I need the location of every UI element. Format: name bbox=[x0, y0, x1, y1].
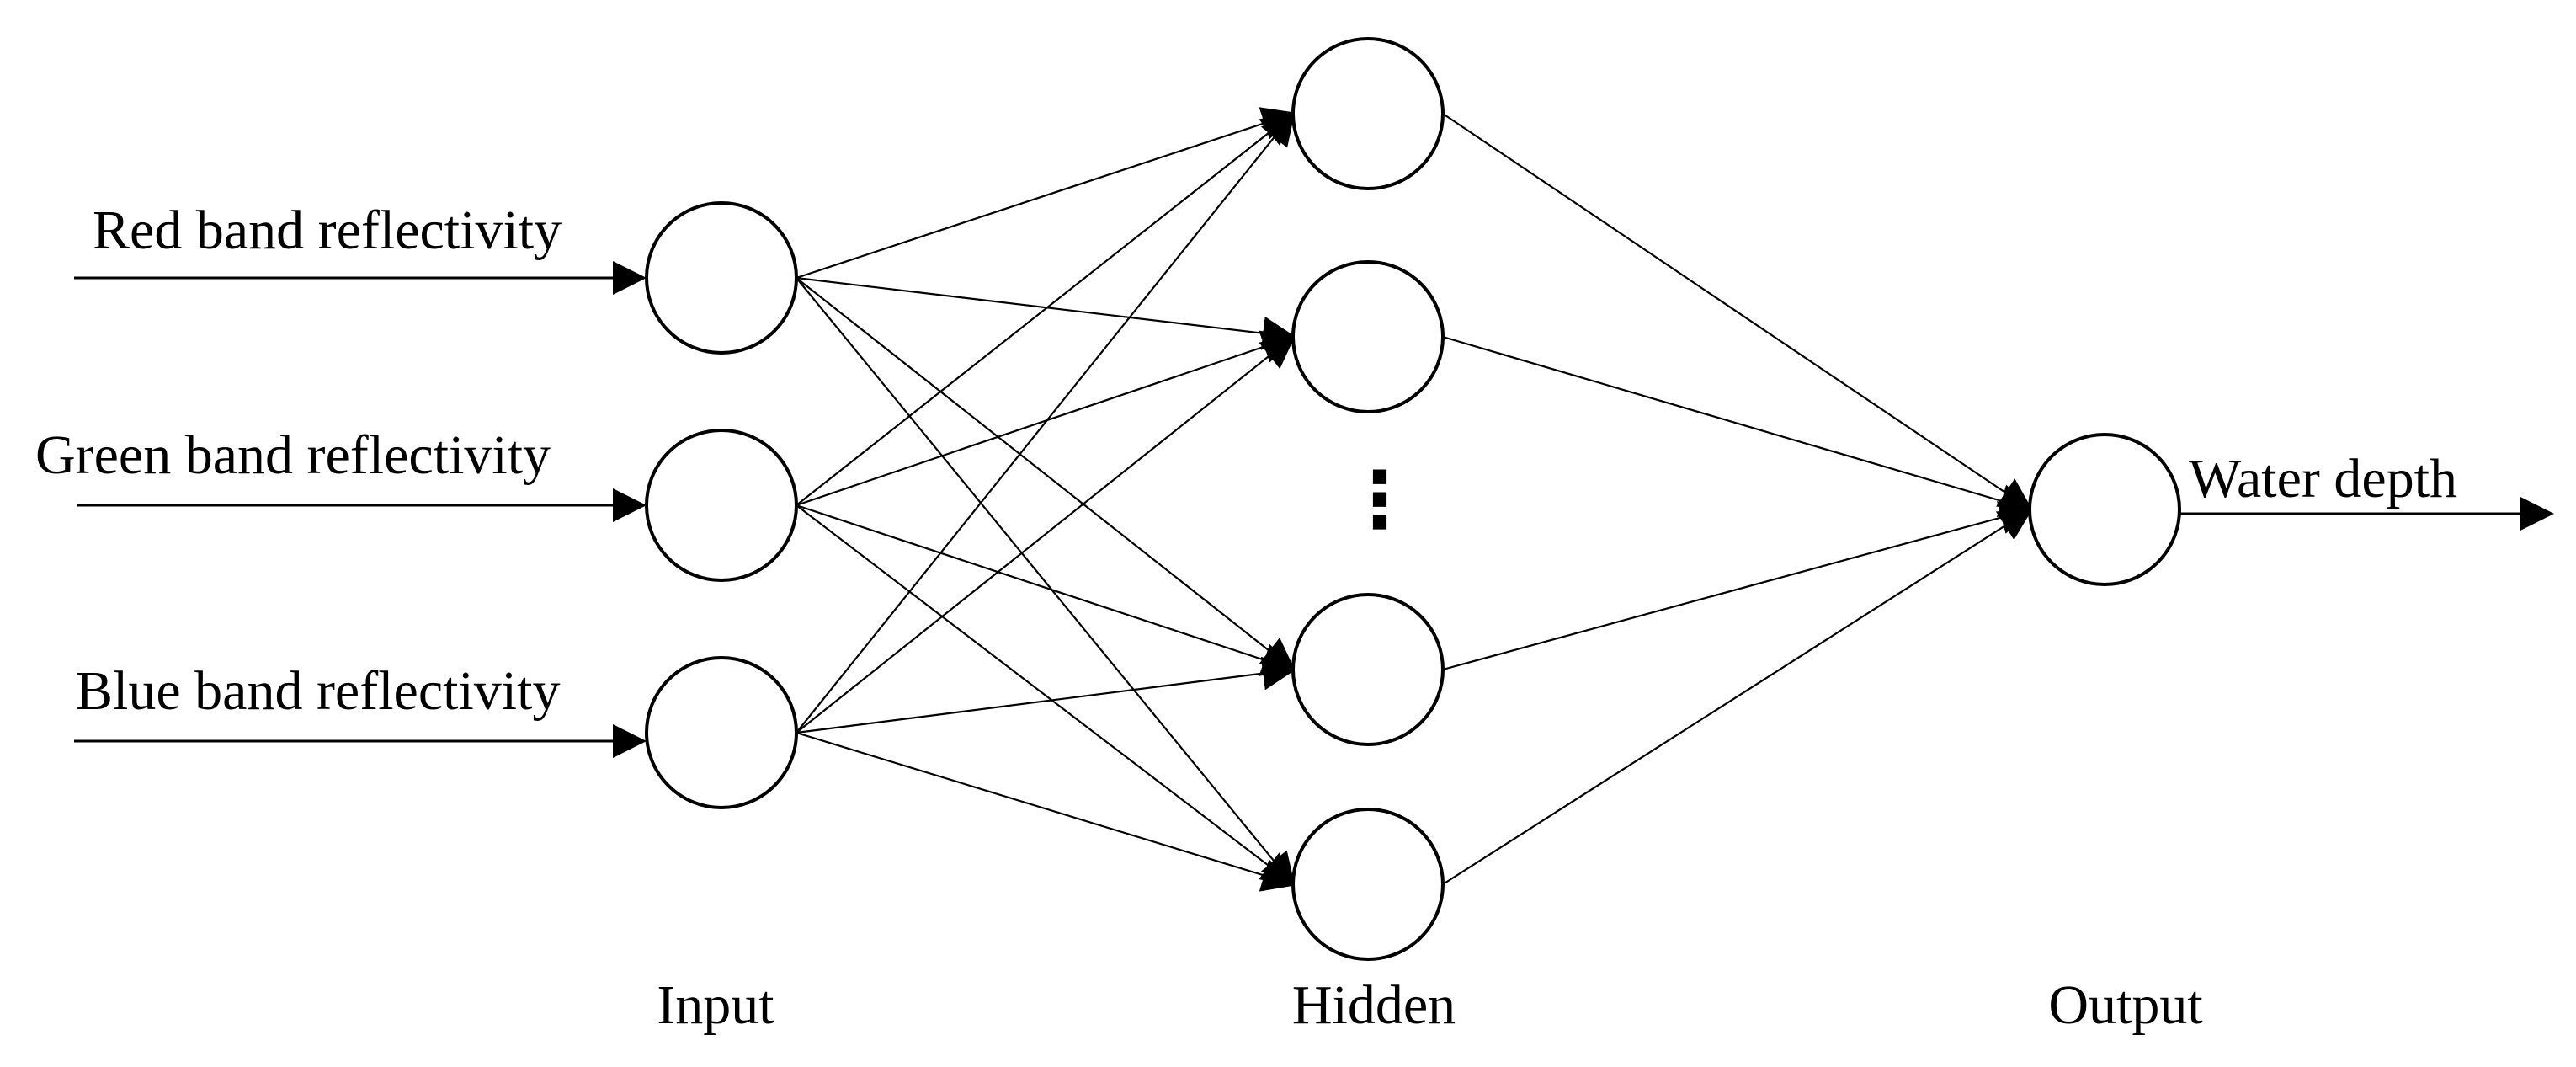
hidden-layer-nodes bbox=[1291, 37, 1445, 961]
layer-label-input: Input bbox=[657, 974, 774, 1036]
edge-h1-o bbox=[1442, 113, 2034, 512]
edge-i2-h3 bbox=[796, 504, 1296, 676]
hidden-node-3 bbox=[1291, 593, 1445, 746]
input-node-red bbox=[645, 201, 798, 355]
edge-i3-h3 bbox=[796, 656, 1296, 734]
hidden-to-output-edges bbox=[1442, 113, 2034, 885]
hidden-node-4 bbox=[1291, 808, 1445, 961]
edge-i1-h4 bbox=[796, 277, 1296, 888]
input-layer-nodes bbox=[645, 201, 798, 809]
output-layer-nodes bbox=[2028, 433, 2181, 586]
input-node-green bbox=[645, 429, 798, 582]
input-node-blue bbox=[645, 656, 798, 809]
edge-i3-h4 bbox=[796, 731, 1296, 892]
hidden-node-2 bbox=[1291, 260, 1445, 413]
input-label-red: Red band reflectivity bbox=[93, 200, 562, 261]
hidden-node-1 bbox=[1291, 37, 1445, 190]
input-label-green: Green band reflectivity bbox=[35, 424, 551, 486]
edge-i1-h2 bbox=[796, 276, 1296, 350]
input-arrows bbox=[74, 261, 647, 758]
edge-i1-h1 bbox=[796, 107, 1296, 280]
edge-h2-o bbox=[1442, 335, 2034, 518]
layer-label-output: Output bbox=[2048, 974, 2202, 1036]
edge-i3-h2 bbox=[796, 334, 1296, 734]
layer-label-hidden: Hidden bbox=[1292, 974, 1456, 1036]
output-node bbox=[2028, 433, 2181, 586]
edge-i2-h1 bbox=[796, 111, 1296, 506]
edge-h4-o bbox=[1442, 507, 2034, 885]
output-label: Water depth bbox=[2189, 448, 2457, 509]
edge-i1-h3 bbox=[796, 277, 1296, 672]
hidden-ellipsis: ⋮ bbox=[1341, 455, 1418, 545]
input-label-blue: Blue band reflectivity bbox=[76, 660, 560, 722]
edge-h3-o bbox=[1442, 501, 2034, 671]
edge-i2-h4 bbox=[796, 504, 1296, 887]
edge-i2-h2 bbox=[796, 330, 1296, 507]
edge-i3-h1 bbox=[796, 110, 1296, 734]
input-to-hidden-edges bbox=[796, 107, 1296, 892]
